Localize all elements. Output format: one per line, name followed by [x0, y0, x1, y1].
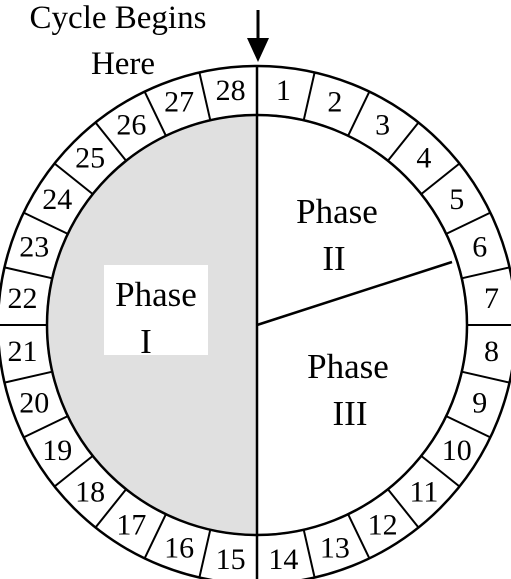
phase-3-numeral: III: [333, 394, 368, 433]
day-divider: [23, 415, 69, 439]
start-arrow-icon: [247, 10, 269, 62]
day-divider: [445, 415, 491, 439]
day-divider: [461, 370, 510, 384]
day-label-22: 22: [8, 282, 38, 315]
day-label-17: 17: [116, 508, 146, 541]
day-label-20: 20: [19, 386, 49, 419]
day-label-10: 10: [442, 434, 472, 467]
day-label-19: 19: [42, 434, 72, 467]
day-label-28: 28: [216, 74, 246, 107]
day-divider: [53, 162, 94, 195]
day-divider: [387, 121, 420, 162]
day-divider: [420, 455, 461, 488]
day-label-16: 16: [164, 531, 194, 564]
day-divider: [23, 211, 69, 235]
day-label-27: 27: [164, 86, 194, 119]
day-label-7: 7: [484, 282, 499, 315]
day-label-3: 3: [375, 109, 390, 142]
phase-3-word: Phase: [307, 347, 389, 386]
caption-line-1: Cycle Begins: [30, 0, 207, 36]
day-label-24: 24: [42, 183, 72, 216]
phase-1-word: Phase: [115, 275, 197, 314]
day-label-8: 8: [484, 335, 499, 368]
phase-1-numeral: I: [140, 322, 152, 361]
day-dividers: [0, 66, 511, 579]
day-divider: [4, 370, 53, 384]
day-label-6: 6: [472, 231, 487, 264]
day-label-23: 23: [19, 231, 49, 264]
day-divider: [302, 529, 316, 578]
day-label-13: 13: [320, 531, 350, 564]
day-divider: [4, 266, 53, 280]
day-divider: [53, 455, 94, 488]
day-label-4: 4: [416, 142, 431, 175]
day-label-5: 5: [449, 183, 464, 216]
day-label-1: 1: [276, 74, 291, 107]
day-label-26: 26: [116, 109, 146, 142]
day-label-2: 2: [327, 86, 342, 119]
day-divider: [302, 72, 316, 121]
day-divider: [143, 513, 167, 559]
day-label-12: 12: [368, 508, 398, 541]
day-divider: [347, 91, 371, 137]
day-label-25: 25: [75, 142, 105, 175]
day-label-15: 15: [216, 543, 246, 576]
day-label-11: 11: [409, 475, 438, 508]
day-divider: [143, 91, 167, 137]
day-divider: [420, 162, 461, 195]
day-label-18: 18: [75, 475, 105, 508]
phase-1-label-box: [104, 265, 208, 355]
day-divider: [461, 266, 510, 280]
day-label-21: 21: [8, 335, 38, 368]
day-divider: [94, 488, 127, 529]
phase-2-numeral: II: [322, 239, 345, 278]
day-label-9: 9: [472, 386, 487, 419]
day-label-14: 14: [268, 543, 298, 576]
day-divider: [198, 529, 212, 578]
day-divider: [347, 513, 371, 559]
day-divider: [445, 211, 491, 235]
phase-2-word: Phase: [296, 192, 378, 231]
day-divider: [198, 72, 212, 121]
day-divider: [94, 121, 127, 162]
caption-line-2: Here: [91, 46, 155, 82]
day-divider: [387, 488, 420, 529]
phase-divider-diagonal: [256, 260, 453, 327]
